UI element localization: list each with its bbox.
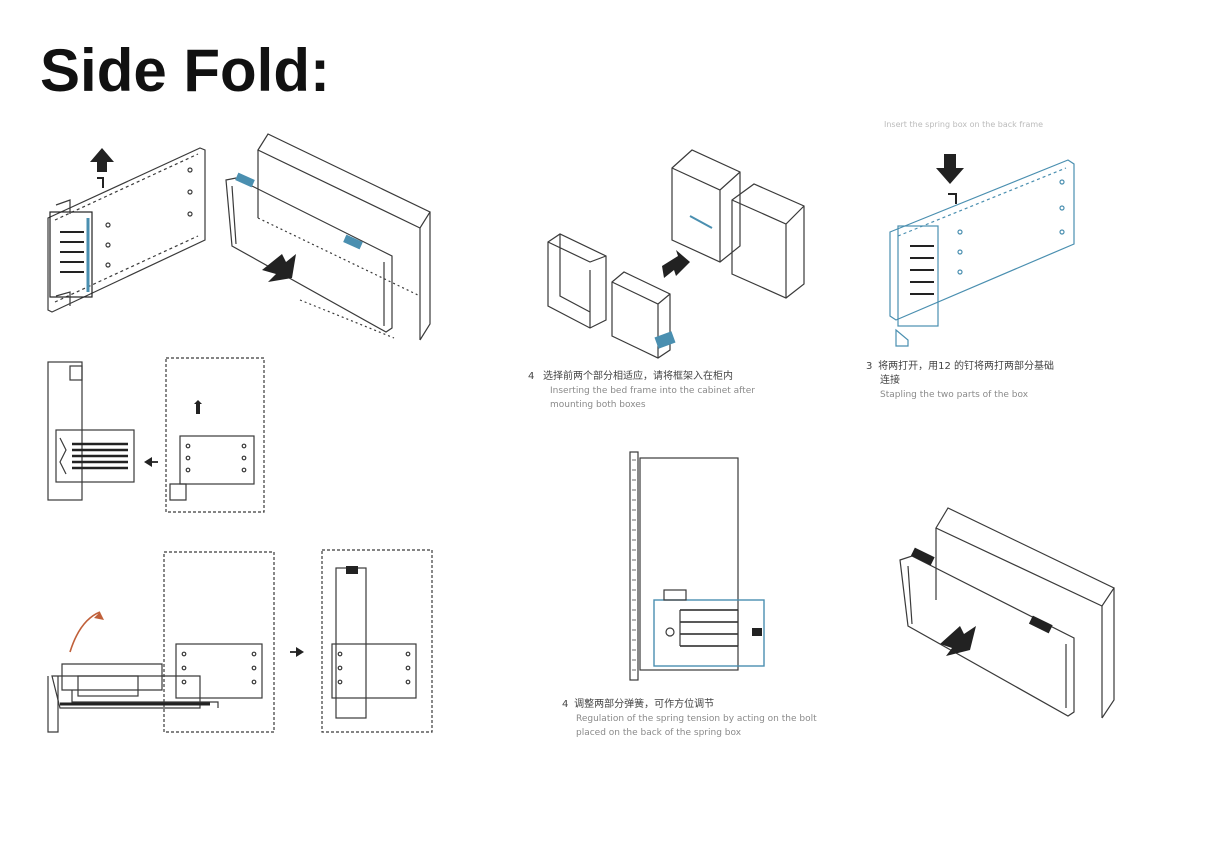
panel-cabinet-box <box>225 133 431 341</box>
caption-zh: 选择前两个部分相适应，请将框架入在柜内 <box>542 371 733 382</box>
page-title: Side Fold: <box>40 37 330 104</box>
panel-fold-sequence <box>47 549 433 733</box>
caption-en-line2: mounting both boxes <box>550 400 646 410</box>
caption-en-line1: Regulation of the spring tension by acti… <box>576 714 817 724</box>
caption-en: Stapling the two parts of the box <box>880 390 1029 400</box>
caption-step-number: 4 <box>528 371 535 382</box>
caption-step-number: 3 <box>866 361 873 372</box>
caption-insert-frame: 4 选择前两个部分相适应，请将框架入在柜内 Inserting the bed … <box>528 370 755 412</box>
panel-spring-box-mount <box>47 147 206 313</box>
panel-insert-boxes <box>547 149 805 359</box>
caption-en-line1: Inserting the bed frame into the cabinet… <box>550 386 755 396</box>
caption-step-number: 4 <box>562 699 569 710</box>
caption-regulation: 4 调整两部分弹簧，可作方位调节 Regulation of the sprin… <box>562 698 817 740</box>
panel-spring-detail <box>47 357 265 513</box>
caption-stapling: 3 将两打开，用12 的钉将两打两部分基础 连接 Stapling the tw… <box>866 360 1054 402</box>
panel-finished-cabinet <box>899 507 1115 719</box>
caption-zh-line1: 将两打开，用12 的钉将两打两部分基础 <box>878 361 1055 372</box>
faint-top-caption: Insert the spring box on the back frame <box>884 120 1044 129</box>
panel-spring-regulation <box>629 451 765 681</box>
caption-zh: 调整两部分弹簧，可作方位调节 <box>574 699 715 710</box>
caption-zh-line2: 连接 <box>880 375 900 386</box>
panel-stapling-parts <box>889 154 1075 347</box>
caption-en-line2: placed on the back of the spring box <box>576 728 742 738</box>
